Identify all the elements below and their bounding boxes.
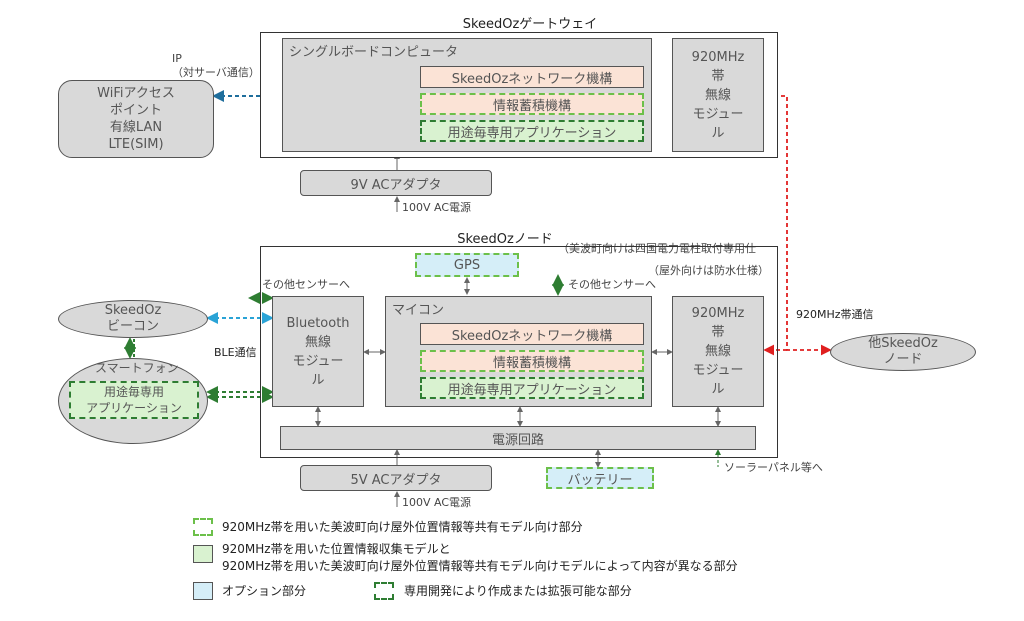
legend-swatch-3 — [193, 582, 213, 600]
gateway-power-in: 100V AC電源 — [402, 201, 472, 214]
ip-label: IP （対サーバ通信） — [172, 52, 260, 79]
sbc-label: シングルボードコンピュータ — [289, 45, 459, 60]
mcu-label: マイコン — [392, 303, 445, 318]
ble-label: BLE通信 — [214, 346, 257, 359]
skeedoz-beacon: SkeedOz ビーコン — [58, 300, 208, 338]
legend-item-4: 専用開発により作成または拡張可能な部分 — [404, 584, 632, 598]
node-network-module: SkeedOzネットワーク機構 — [420, 323, 644, 345]
node-power-in: 100V AC電源 — [402, 496, 472, 509]
node-storage-module: 情報蓄積機構 — [420, 350, 644, 372]
node-note-1: （美波町向けは四国電力電柱取付専用仕 — [558, 242, 756, 255]
gps-module: GPS — [415, 253, 519, 277]
node-title: SkeedOzノード — [457, 232, 553, 247]
node-app-module: 用途毎専用アプリケーション — [420, 377, 644, 399]
smartphone-app: 用途毎専用 アプリケーション — [69, 381, 199, 419]
sensor-mid-label: その他センサーへ — [568, 278, 656, 291]
other-skeedoz-node: 他SkeedOz ノード — [830, 333, 976, 371]
smartphone: スマートフォン 用途毎専用 アプリケーション — [58, 358, 208, 444]
node-5v-adapter: 5V ACアダプタ — [300, 465, 492, 491]
battery-module: バッテリー — [546, 467, 654, 489]
node-920mhz-radio: 920MHz 帯 無線 モジュー ル — [672, 296, 764, 407]
legend-swatch-2 — [193, 545, 213, 563]
wifi-access-point: WiFiアクセス ポイント 有線LAN LTE(SIM) — [58, 80, 214, 158]
power-circuit: 電源回路 — [280, 426, 756, 450]
smartphone-label: スマートフォン — [95, 361, 179, 375]
node-note-2: （屋外向けは防水仕様） — [648, 264, 769, 277]
gateway-app-module: 用途毎専用アプリケーション — [420, 120, 644, 142]
gateway-title: SkeedOzゲートウェイ — [462, 17, 598, 32]
legend-swatch-1 — [193, 518, 213, 536]
gateway-storage-module: 情報蓄積機構 — [420, 93, 644, 115]
radio-920-label: 920MHz帯通信 — [796, 308, 874, 321]
bluetooth-radio-module: Bluetooth 無線 モジュー ル — [272, 296, 364, 407]
gateway-920mhz-radio: 920MHz 帯 無線 モジュー ル — [672, 38, 764, 152]
gateway-9v-adapter: 9V ACアダプタ — [300, 170, 492, 196]
legend-item-2b: 920MHz帯を用いた美波町向け屋外位置情報等共有モデル向けモデルによって内容が… — [222, 559, 738, 573]
legend-item-2a: 920MHz帯を用いた位置情報収集モデルと — [222, 542, 451, 556]
node-frame — [260, 246, 778, 458]
legend-swatch-4 — [374, 582, 394, 600]
sensor-left-label: その他センサーへ — [262, 278, 350, 291]
legend-item-3: オプション部分 — [222, 584, 307, 598]
gateway-network-module: SkeedOzネットワーク機構 — [420, 66, 644, 88]
legend-item-1: 920MHz帯を用いた美波町向け屋外位置情報等共有モデル向け部分 — [222, 520, 583, 534]
solar-panel-label: ソーラーパネル等へ — [724, 461, 823, 474]
